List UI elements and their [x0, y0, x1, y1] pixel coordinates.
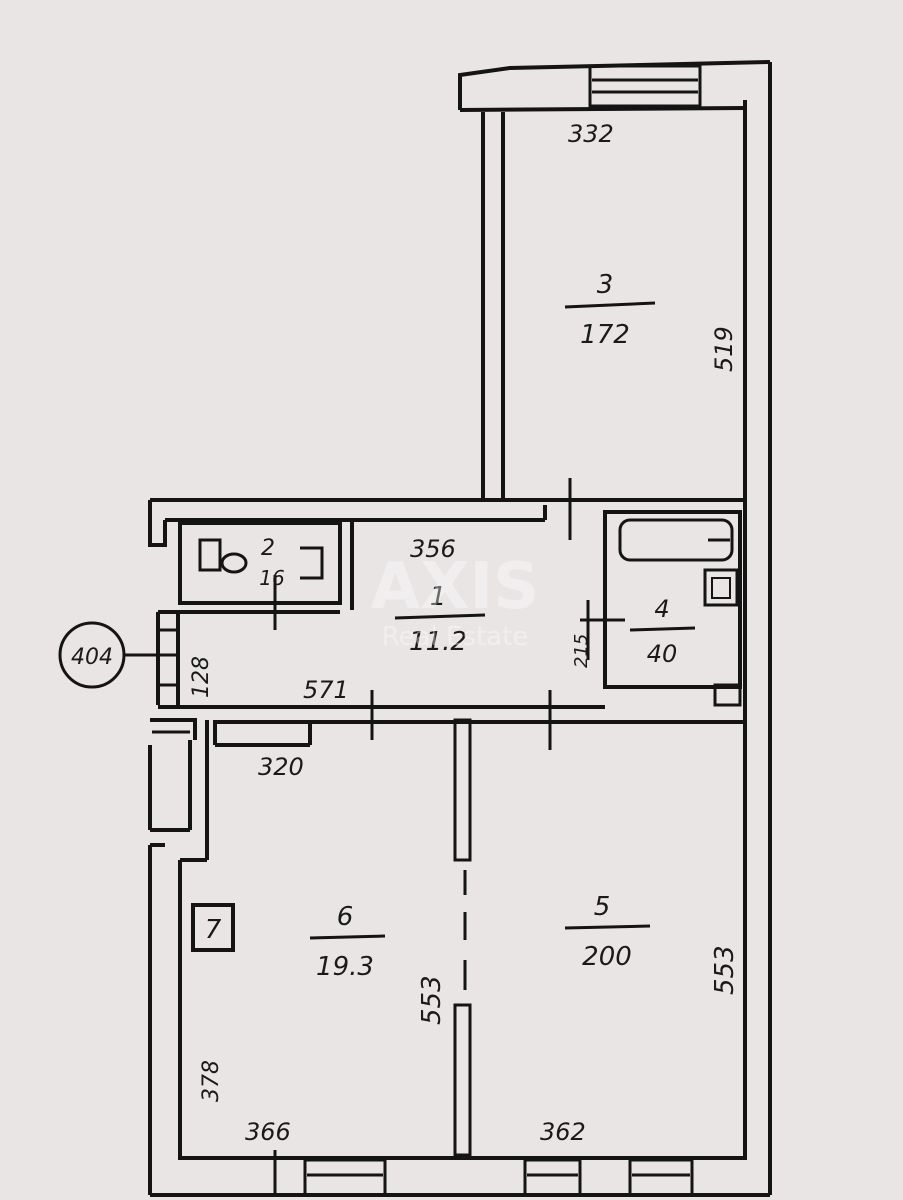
room3-fraction-line	[564, 301, 656, 309]
room2-number: 2	[261, 536, 275, 561]
room6-number: 6	[337, 902, 354, 932]
sink-basin	[711, 577, 731, 599]
room3-number: 3	[597, 270, 614, 300]
window-bottom-1	[303, 1158, 387, 1197]
dim-room6-bottom: 366	[245, 1118, 291, 1146]
room1-fraction-line	[394, 613, 486, 620]
dim-room3-width: 332	[568, 120, 614, 148]
dim-corridor-length: 356	[410, 535, 456, 563]
dim-corridor-full: 571	[303, 676, 349, 704]
room6-area: 19.3	[316, 952, 374, 982]
exterior-wall-top-inner	[459, 106, 746, 112]
box-marker-label: 7	[205, 915, 222, 945]
toilet-fixture	[300, 546, 324, 580]
partition-upper	[453, 718, 472, 862]
watermark-title: AXIS	[371, 550, 540, 624]
left-wall-top	[150, 718, 197, 740]
dim-room5-length: 553	[710, 945, 740, 995]
dim-room6-length: 553	[417, 975, 447, 1025]
bath-notch	[713, 683, 742, 707]
bathroom-walls	[603, 510, 742, 689]
exterior-wall-top-outer	[458, 60, 771, 110]
window-bottom-3	[628, 1158, 694, 1197]
room5-fraction-line	[564, 924, 651, 930]
sink	[703, 568, 739, 607]
room1-number: 1	[430, 582, 447, 612]
room3-area: 172	[580, 320, 630, 350]
entry-circle-label: 404	[71, 645, 113, 670]
toilet-bowl	[220, 552, 248, 574]
room4-number: 4	[654, 595, 669, 623]
partition-lower	[453, 1003, 472, 1157]
room5-area: 200	[582, 942, 632, 972]
bathtub	[618, 518, 734, 562]
room4-area: 40	[647, 640, 678, 668]
toilet-tank	[198, 538, 222, 572]
corridor-wall-left-top	[148, 500, 167, 547]
dim-room6-width: 320	[258, 753, 304, 781]
window-bottom-2	[523, 1158, 582, 1197]
room2-area: 16	[259, 566, 284, 590]
dim-side-left: 378	[199, 1060, 224, 1102]
room5-number: 5	[594, 892, 611, 922]
dim-bath-height: 215	[571, 634, 592, 668]
window-top	[588, 64, 702, 108]
dim-room3-length: 519	[710, 326, 738, 372]
box-marker	[191, 903, 235, 952]
room6-fraction-line	[309, 934, 386, 940]
watermark-subtitle: Real Estate	[382, 622, 529, 652]
toilet-room-walls	[178, 521, 342, 605]
room1-area: 11.2	[409, 627, 467, 657]
dim-room5-bottom: 362	[540, 1118, 586, 1146]
room4-fraction-line	[629, 626, 696, 632]
dim-corridor-side: 128	[189, 656, 214, 698]
